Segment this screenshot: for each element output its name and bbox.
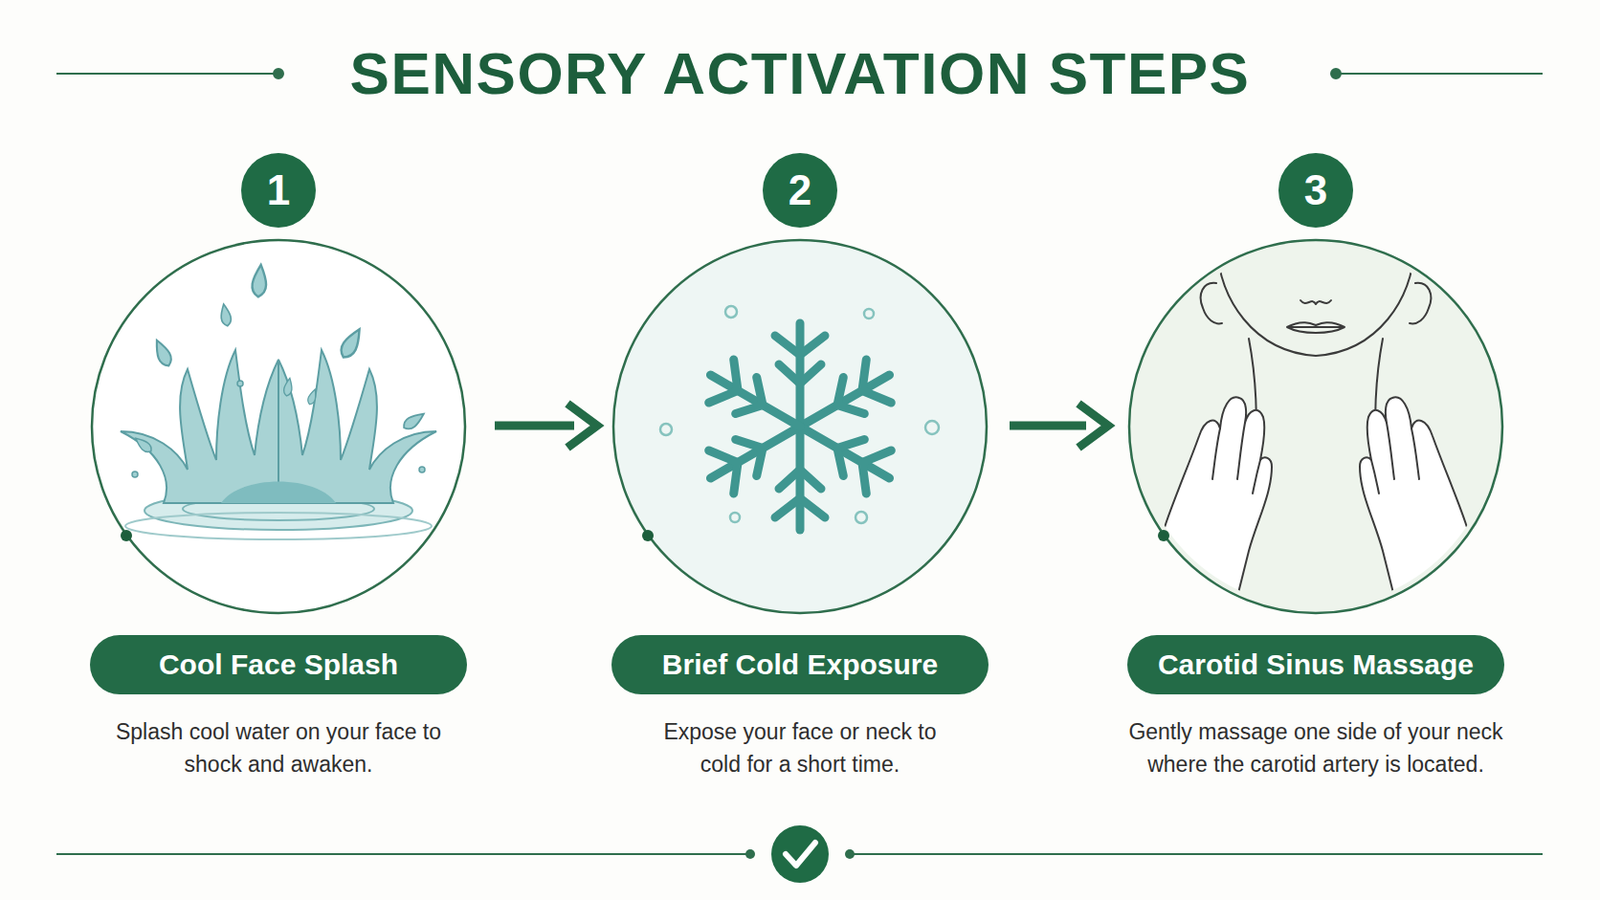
step-title: Carotid Sinus Massage [1157,648,1474,682]
step-number-badge: 3 [1278,153,1354,228]
ear [1409,283,1431,325]
rule-dot [844,849,855,860]
step-description: Gently massage one side of your neck whe… [1105,715,1527,781]
droplets [132,264,427,478]
frame-dot [120,530,133,542]
splash-illustration [120,264,437,540]
bottom-rule [56,825,1543,884]
droplet [151,337,175,369]
droplet [251,264,268,298]
rule-line [853,853,1543,856]
arrow-shaft [1009,422,1087,431]
illustration-frame [1129,240,1503,614]
rule-line [1339,72,1543,75]
rule-dot [1331,68,1341,79]
droplet [237,380,244,387]
illustration-frame [613,240,987,614]
snow-dot [855,511,867,524]
step-title: Cool Face Splash [158,648,399,682]
arrow-head [567,403,598,448]
snow-dot [725,306,737,318]
splash-half [120,350,279,504]
droplet [337,326,366,361]
arrow-head [1078,403,1109,448]
illustration-frame [91,240,466,614]
face-outline [1216,235,1416,356]
step-description: Splash cool water on your face to shock … [106,715,451,781]
snowflake-illustration [660,306,939,531]
splash-core [221,482,336,505]
step-title: Brief Cold Exposure [662,648,938,682]
step-number-badge: 2 [762,153,838,228]
snowflake-arm [775,323,825,427]
splash-crown [120,350,437,504]
droplet [283,377,294,398]
snow-dot [925,421,939,435]
droplet [132,471,138,478]
rule-line [56,72,275,75]
arrow-shaft [494,422,575,431]
step-number: 1 [266,166,290,215]
snowflake-arm [697,353,813,448]
face-illustration [1153,235,1479,609]
splash-half [278,350,437,504]
rule-line [56,853,747,856]
snowflake-arm [775,426,825,531]
droplet [219,303,233,327]
step-frames [91,240,1503,614]
ripple [125,512,432,540]
frame-dot [1157,530,1170,542]
step-number-badge: 1 [241,153,316,228]
step-description: Expose your face or neck to cold for a s… [656,715,944,781]
snow-dot [660,423,672,436]
diagram-title: SENSORY ACTIVATION STEPS [0,37,1600,111]
droplet [133,435,155,455]
step-title-pill: Brief Cold Exposure [611,635,989,695]
droplet [419,466,425,473]
nose [1300,300,1332,305]
step-number: 2 [788,166,812,215]
step-title-pill: Cool Face Splash [89,635,467,695]
rule-dot [745,849,756,860]
snow-dots [660,306,939,524]
frame-dot [642,530,654,542]
snowflake [697,323,902,531]
step-title-pill: Carotid Sinus Massage [1127,635,1505,695]
snow-dot [730,512,740,523]
ear [1200,283,1223,325]
hand [1359,397,1479,609]
hand [1153,397,1272,609]
snowflake-arm [787,404,903,500]
check-badge [771,825,829,884]
step-number: 3 [1304,166,1328,215]
rule-dot [273,68,284,79]
droplet [306,388,319,406]
droplet [400,409,427,432]
lips [1287,322,1345,334]
check-mark [785,843,816,867]
snow-dot [864,309,874,319]
